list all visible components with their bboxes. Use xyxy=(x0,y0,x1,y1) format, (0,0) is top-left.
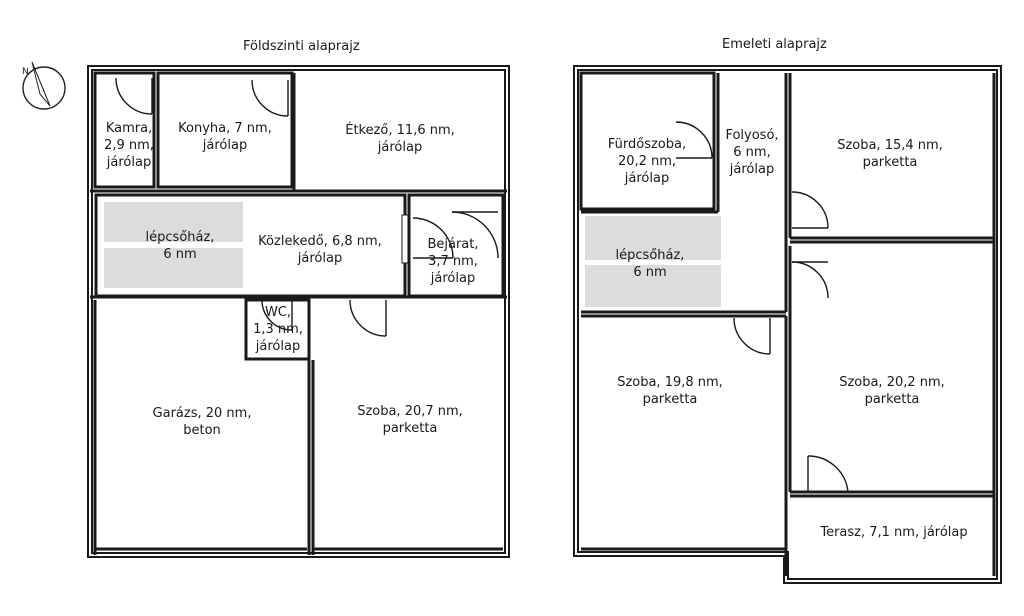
upper-floor-plan xyxy=(573,65,1002,584)
stair-hatch xyxy=(585,265,721,307)
inner-walls xyxy=(579,71,996,576)
stair-hatch xyxy=(104,202,243,242)
svg-text:N: N xyxy=(22,67,29,77)
room-label-terasz: Terasz, 7,1 nm, járólap xyxy=(820,525,968,540)
room-label-kozlekedo: Közlekedő, 6,8 nm, járólap xyxy=(258,234,382,266)
door-swings xyxy=(115,77,499,337)
room-label-szoba-15: Szoba, 15,4 nm, parketta xyxy=(837,138,943,170)
room-label-konyha: Konyha, 7 nm, járólap xyxy=(178,121,272,153)
room-label-bejarat: Bejárat, 3,7 nm, járólap xyxy=(427,237,479,286)
room-label-garazs: Garázs, 20 nm, beton xyxy=(152,406,252,438)
room-label-folyoso: Folyosó, 6 nm, járólap xyxy=(725,128,779,177)
upper-floor-title: Emeleti alaprajz xyxy=(722,37,827,52)
room-label-szoba-ground: Szoba, 20,7 nm, parketta xyxy=(357,404,463,436)
sliding-door xyxy=(401,214,409,264)
door-swings xyxy=(675,121,849,493)
room-label-szoba-19: Szoba, 19,8 nm, parketta xyxy=(617,375,723,407)
room-label-lepcsohaz-upper: lépcsőház, 6 nm xyxy=(615,248,685,280)
stair-hatch xyxy=(104,248,243,288)
room-label-wc: WC, 1,3 nm, járólap xyxy=(253,305,303,354)
ground-floor-plan xyxy=(87,65,510,558)
stair-hatch xyxy=(585,216,721,260)
room-label-furdoszoba: Fürdőszoba, 20,2 nm, járólap xyxy=(607,137,687,186)
room-label-lepcsohaz-ground: lépcsőház, 6 nm xyxy=(145,230,215,262)
ground-floor-title: Földszinti alaprajz xyxy=(243,39,360,54)
room-label-szoba-20: Szoba, 20,2 nm, parketta xyxy=(839,375,945,407)
room-label-kamra: Kamra, 2,9 nm, járólap xyxy=(104,121,154,170)
inner-walls xyxy=(90,71,507,555)
north-arrow-icon: N xyxy=(22,61,66,110)
room-label-etkezo: Étkező, 11,6 nm, járólap xyxy=(345,123,455,155)
